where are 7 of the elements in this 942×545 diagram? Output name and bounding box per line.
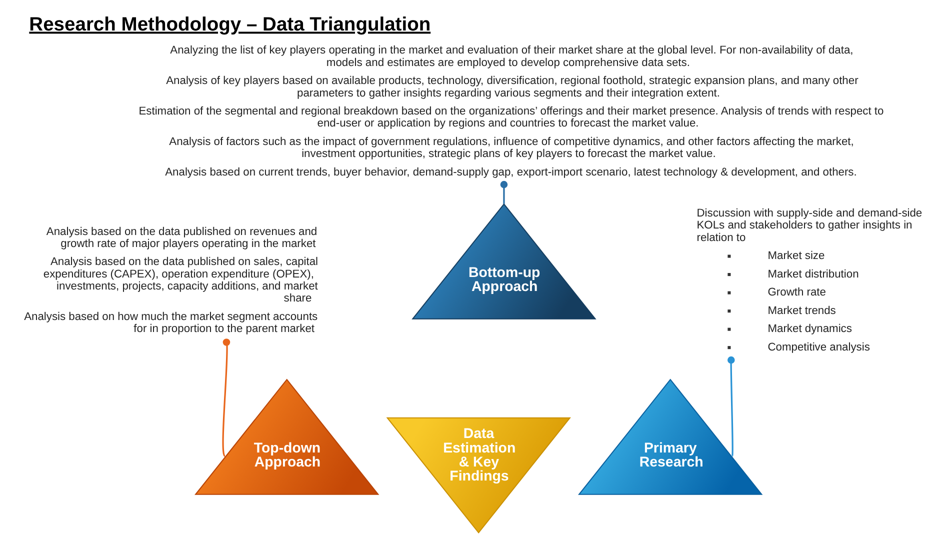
connector	[222, 338, 230, 457]
connector	[728, 356, 735, 456]
connector	[500, 180, 508, 204]
diagram-title: Research Methodology – Data Triangulation	[29, 14, 431, 36]
node-text: Discussion with supply-side and demand-side KOLs and stakeholders to gather insights in relation to Market size Market distribution Growth rate Market trends Market dynamics Competitive analysis	[696, 208, 922, 354]
node-text: Analyzing the list of key players operating in the market and evaluation of their market share at the global level. For non-availability of data, models and estimates are employed to develop comprehensive data sets. Analysis of key players based on available products, technology, diversification, regional foothold, strategic expansion plans, and many other parameters to gather insights regarding various segments and their integration extent. Estimation of the segmental and regional breakdown based on the organizations’ offerings and their market presence. Analysis of trends with respect to end-user or application by regions and countries to forecast the market value. Analysis of factors such as the impact of government regulations, influence of competitive dynamics, and other factors affecting the market, investment opportunities, strategic plans of key players to forecast the market value. Analysis based on current trends, buyer behavior, demand-supply gap, export-import scenario, latest technology & development, and others.	[138, 44, 884, 178]
node-text: Analysis based on the data published on revenues and growth rate of major players operating in the market Analysis based on the data published on sales, capital expenditures (CAPEX), operation expenditure (OPEX), investments, projects, capacity additions, and market share Analysis based on how much the market segment accounts for in proportion to the parent market	[24, 226, 318, 336]
